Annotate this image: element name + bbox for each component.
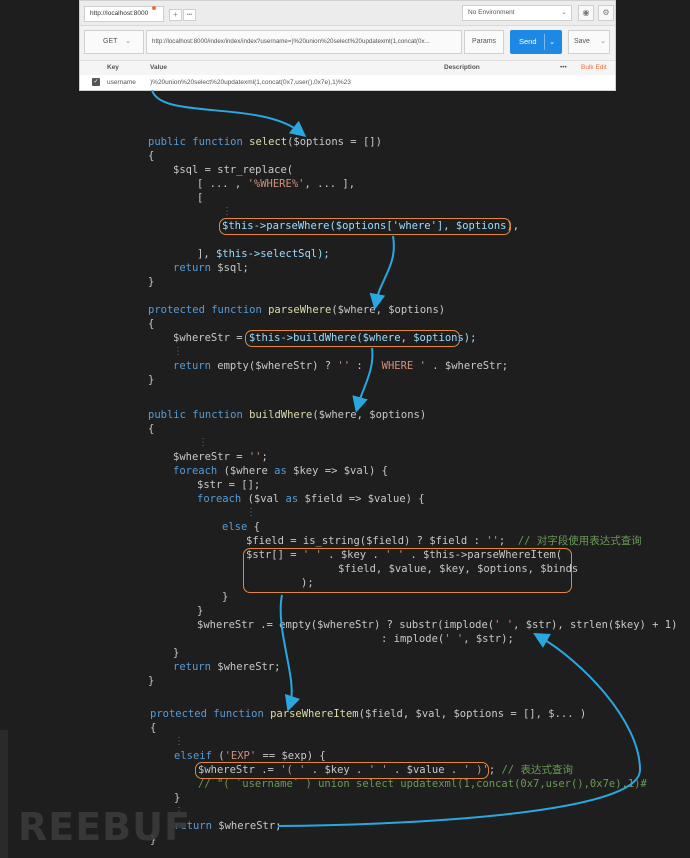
eye-icon[interactable]: ◉ — [578, 5, 594, 21]
highlight-box — [243, 548, 572, 593]
gear-icon[interactable]: ⚙ — [598, 5, 614, 21]
code-line: foreach ($where as $key => $val) { — [173, 465, 388, 477]
request-bar: GET ⌄ http://localhost:8000/index/index/i… — [80, 30, 615, 56]
code-line: return empty($whereStr) ? '' : ' WHERE '… — [173, 360, 509, 372]
code-brace: } — [150, 834, 157, 846]
arrow-return-loop — [277, 633, 642, 827]
chevron-down-icon[interactable]: ⌄ — [549, 37, 556, 46]
code-line: else { — [222, 521, 260, 533]
environment-select-value: No Environment — [468, 9, 515, 16]
code-line: [ — [197, 192, 204, 204]
bulk-edit-link[interactable]: Bulk Edit — [581, 64, 607, 71]
code-comment-payload: // "( `username` ) union select updatexm… — [198, 778, 647, 790]
more-options-button[interactable]: ••• — [560, 64, 567, 71]
arrow-buildwhere — [352, 347, 374, 413]
save-button-label: Save — [574, 38, 590, 45]
code-line-parsewhere-call: $this->parseWhere($options['where'], $op… — [222, 220, 520, 232]
code-line: $sql = str_replace( — [173, 164, 294, 176]
code-brace: } — [148, 675, 155, 687]
code-brace: } — [173, 647, 180, 659]
ellipsis-marker: ⋮ — [174, 736, 184, 747]
code-line-buildwhere-signature: public function buildWhere($where, $opti… — [148, 409, 427, 421]
ellipsis-marker: ⋮ — [222, 206, 232, 217]
code-line-wherestr-concat: $whereStr .= empty($whereStr) ? substr(i… — [197, 619, 678, 631]
code-line: ], $this->selectSql); — [197, 248, 330, 260]
code-line: $str = []; — [197, 479, 261, 491]
code-line: elseif ('EXP' == $exp) { — [174, 750, 326, 762]
send-button[interactable]: Send ⌄ — [510, 30, 562, 54]
code-brace: { — [148, 423, 155, 435]
code-brace: { — [150, 722, 157, 734]
chevron-down-icon: ⌄ — [561, 9, 567, 16]
chevron-down-icon: ⌄ — [125, 38, 131, 45]
new-tab-button[interactable]: + — [169, 9, 182, 21]
code-brace: } — [148, 276, 155, 288]
method-select-value: GET — [103, 38, 118, 45]
code-line: return $whereStr; — [173, 661, 281, 673]
code-line-parsewhereitem-signature: protected function parseWhereItem($field… — [150, 708, 587, 720]
column-value: Value — [150, 64, 167, 71]
code-brace: } — [174, 792, 181, 804]
method-select[interactable]: GET ⌄ — [84, 30, 144, 54]
watermark-bar — [0, 730, 8, 858]
url-input[interactable]: http://localhost:8000/index/index/index?… — [146, 30, 462, 54]
code-line-return-wherestr: return $whereStr; — [174, 820, 282, 832]
code-line: [ ... , '%WHERE%', ... ], — [197, 178, 356, 190]
param-key-input[interactable]: username — [107, 79, 136, 86]
code-line-buildwhere-call: $whereStr = $this->buildWhere($where, $o… — [173, 332, 477, 344]
ellipsis-marker: ⋮ — [198, 437, 208, 448]
environment-select[interactable]: No Environment ⌄ — [462, 5, 572, 21]
send-divider — [544, 34, 545, 50]
request-tab[interactable]: http://localhost:8000 — [84, 6, 164, 22]
unsaved-dot-icon — [152, 6, 156, 10]
code-brace: { — [148, 150, 155, 162]
arrow-parsewhere — [369, 235, 395, 310]
column-key: Key — [107, 64, 119, 71]
highlight-box — [195, 762, 489, 779]
arrow-url-to-select — [151, 89, 307, 137]
code-line: foreach ($val as $field => $value) { — [197, 493, 425, 505]
code-line: $field, $value, $key, $options, $binds — [338, 563, 579, 575]
code-line: ); — [301, 577, 314, 589]
table-row: ✓ username )%20union%20select%20updatexm… — [80, 75, 615, 90]
code-line-select-signature: public function select($options = []) — [148, 136, 382, 148]
code-line: $whereStr = ''; — [173, 451, 268, 463]
highlight-box — [245, 330, 460, 347]
highlight-box — [219, 218, 511, 235]
row-checkbox[interactable]: ✓ — [92, 78, 100, 86]
watermark-logo: REEBUF — [18, 805, 191, 849]
request-tab-label: http://localhost:8000 — [90, 10, 149, 17]
ellipsis-marker: ⋮ — [174, 806, 184, 817]
column-description: Description — [444, 64, 480, 71]
arrow-parsewhereitem — [279, 594, 301, 712]
param-value-input[interactable]: )%20union%20select%20updatexml(1,concat(… — [150, 79, 351, 86]
code-line: : implode(' ', $str); — [381, 633, 514, 645]
tab-bar: http://localhost:8000 + ••• No Environme… — [80, 1, 615, 26]
tab-overflow-button[interactable]: ••• — [183, 9, 196, 21]
code-line-parsewhereitem-call: $str[] = ' ' . $key . ' ' . $this->parse… — [246, 549, 563, 561]
code-line: $field = is_string($field) ? $field : ''… — [246, 535, 642, 547]
ellipsis-marker: ⋮ — [173, 346, 183, 357]
send-button-label: Send — [519, 37, 537, 46]
chevron-down-icon[interactable]: ⌄ — [600, 38, 606, 45]
save-button[interactable]: Save ⌄ — [568, 30, 610, 54]
code-line: return $sql; — [173, 262, 249, 274]
code-brace: } — [197, 605, 204, 617]
code-brace: } — [148, 374, 155, 386]
postman-panel: http://localhost:8000 + ••• No Environme… — [79, 0, 616, 91]
code-line-exp-concat: $whereStr .= '( ' . $key . ' ' . $value … — [198, 764, 573, 776]
params-button[interactable]: Params — [464, 30, 504, 54]
code-line-parsewhere-signature: protected function parseWhere($where, $o… — [148, 304, 446, 316]
code-brace: } — [222, 591, 229, 603]
ellipsis-marker: ⋮ — [246, 507, 256, 518]
code-brace: { — [148, 318, 155, 330]
